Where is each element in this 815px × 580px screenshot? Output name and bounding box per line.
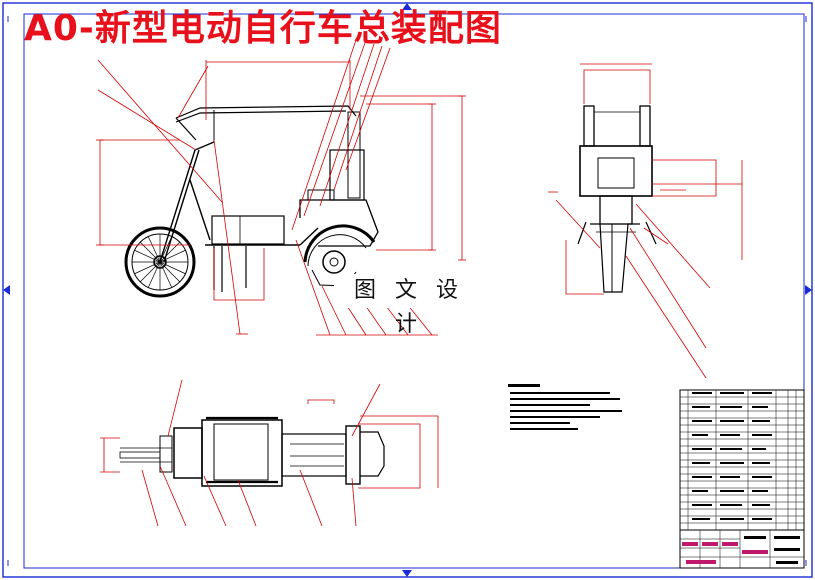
title-block [679, 529, 805, 569]
rear-wheel [303, 224, 376, 287]
watermark-label: 图 文 设 计 [334, 274, 484, 337]
top-view-dimensions [100, 379, 439, 527]
technical-notes [508, 384, 622, 430]
corner-marks [7, 16, 807, 566]
top-view [100, 379, 439, 527]
front-wheel [124, 226, 196, 298]
parts-list [679, 389, 805, 531]
support-stand [213, 246, 247, 292]
drawing-title: A0-新型电动自行车总装配图 [24, 8, 502, 49]
frame-and-body [159, 110, 379, 263]
front-view-body [577, 105, 657, 293]
canopy-roof [175, 105, 357, 141]
side-view [96, 39, 466, 336]
top-view-body [119, 416, 385, 487]
front-view [548, 63, 743, 379]
centering-marks [3, 3, 812, 577]
front-view-dimensions [548, 63, 743, 379]
